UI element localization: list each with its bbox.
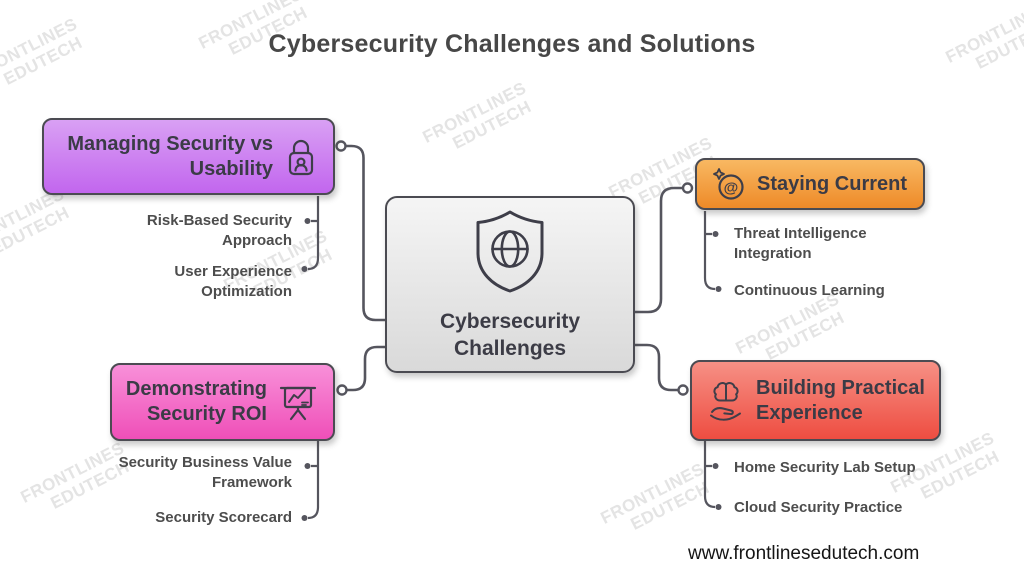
sub-item-threat-intelligence[interactable]: Threat Intelligence Integration <box>734 225 867 262</box>
sub-dot <box>304 463 311 469</box>
sub-item-cloud-security-practice[interactable]: Cloud Security Practice <box>734 499 903 516</box>
subitems-managing: Risk-Based Security Approach User Experi… <box>92 211 292 302</box>
svg-text:@: @ <box>724 180 739 197</box>
sub-dot <box>715 504 722 510</box>
branch-managing-security-vs-usability[interactable]: Managing Security vs Usability <box>42 118 335 195</box>
sub-item-security-scorecard[interactable]: Security Scorecard <box>155 509 292 526</box>
sub-item-security-business-value[interactable]: Security Business Value Framework <box>118 454 292 491</box>
branch-building-practical-experience[interactable]: Building Practical Experience <box>690 360 941 441</box>
center-node-label: Cybersecurity Challenges <box>439 309 581 360</box>
shield-globe-icon <box>471 208 549 301</box>
center-node-cybersecurity-challenges[interactable]: Cybersecurity Challenges <box>385 196 635 373</box>
branch-label: Staying Current <box>757 172 908 195</box>
sub-item-risk-based-security[interactable]: Risk-Based Security Approach <box>146 212 292 249</box>
connector-dot <box>335 140 347 152</box>
branch-staying-current[interactable]: @ Staying Current <box>695 158 925 210</box>
sub-dot <box>304 218 311 224</box>
subconnector-demonstrating <box>307 441 320 520</box>
sub-item-user-experience[interactable]: User Experience Optimization <box>174 263 292 300</box>
branch-label: Building Practical Experience <box>756 376 925 424</box>
connector-dot <box>336 384 348 396</box>
sub-item-continuous-learning[interactable]: Continuous Learning <box>734 282 885 299</box>
page-title: Cybersecurity Challenges and Solutions <box>268 30 756 58</box>
connector-dot <box>681 182 694 194</box>
subitems-demonstrating: Security Business Value Framework Securi… <box>92 453 292 528</box>
connector-dot <box>677 384 689 396</box>
subconnector-staying <box>703 211 716 291</box>
branch-label: Managing Security vs Usability <box>67 132 273 180</box>
subconnector-managing <box>307 196 320 271</box>
sub-dot <box>301 266 308 272</box>
branch-label: Demonstrating Security ROI <box>125 378 267 425</box>
lock-user-icon <box>283 136 319 178</box>
subconnector-building <box>703 441 716 509</box>
presentation-chart-icon <box>277 381 319 423</box>
sub-item-home-security-lab[interactable]: Home Security Lab Setup <box>734 459 916 476</box>
footer-url[interactable]: www.frontlinesedutech.com <box>688 543 920 564</box>
connector-branch-managing <box>345 144 386 322</box>
sub-dot <box>301 515 308 521</box>
connector-branch-building <box>634 343 679 392</box>
brain-hand-icon <box>706 379 746 423</box>
subitems-building: Home Security Lab Setup Cloud Security P… <box>734 458 944 518</box>
subitems-staying: Threat Intelligence Integration Continuo… <box>734 224 924 301</box>
threat-alert-icon: @ <box>711 166 747 202</box>
sub-dot <box>712 463 719 469</box>
sub-dot <box>712 231 719 237</box>
sub-dot <box>715 286 722 292</box>
branch-demonstrating-security-roi[interactable]: Demonstrating Security ROI <box>110 363 335 441</box>
connector-branch-demonstrating <box>346 345 386 392</box>
connector-branch-staying <box>634 186 683 314</box>
